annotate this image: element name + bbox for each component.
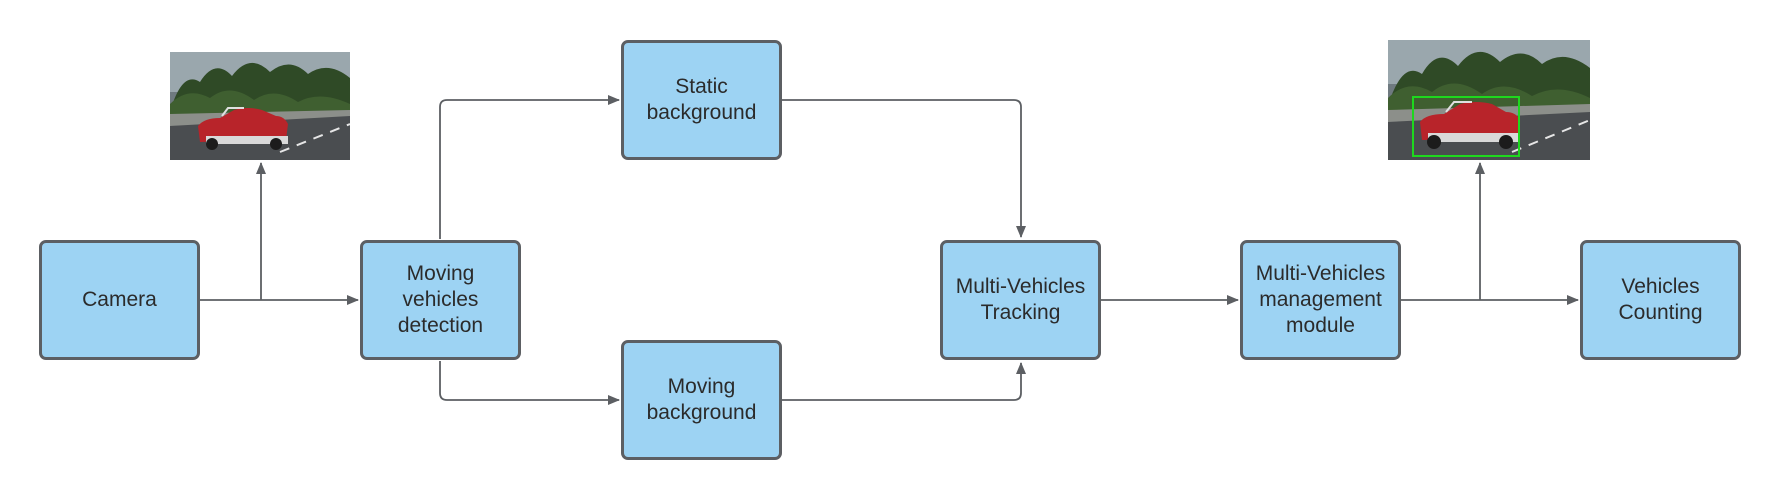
moving-vehicles-detection-label: Moving vehicles detection: [397, 262, 484, 337]
moving-background-node: Moving background: [621, 340, 782, 460]
arrow-static-background-to-tracking: [780, 99, 1026, 238]
static-background-label: Static background: [646, 75, 757, 124]
static-background-node: Static background: [621, 40, 782, 160]
vehicles-counting-node: Vehicles Counting: [1580, 240, 1741, 360]
moving-vehicles-detection-node: Moving vehicles detection: [360, 240, 521, 360]
arrow-detection-to-moving-background: [439, 361, 620, 405]
camera-label: Camera: [82, 288, 157, 311]
vehicles-counting-label: Vehicles Counting: [1618, 275, 1703, 324]
multi-vehicles-tracking-label: Multi-Vehicles Tracking: [955, 275, 1086, 324]
camera-node: Camera: [39, 240, 200, 360]
input-frame-image: [170, 52, 350, 160]
arrow-detection-to-static-background: [439, 95, 620, 239]
arrow-moving-background-to-tracking: [780, 362, 1026, 401]
moving-background-label: Moving background: [646, 375, 757, 424]
multi-vehicles-tracking-node: Multi-Vehicles Tracking: [940, 240, 1101, 360]
multi-vehicles-management-node: Multi-Vehicles management module: [1240, 240, 1401, 360]
output-frame-image: [1388, 40, 1590, 160]
multi-vehicles-management-label: Multi-Vehicles management module: [1255, 262, 1386, 337]
detection-bounding-box: [1412, 96, 1520, 157]
